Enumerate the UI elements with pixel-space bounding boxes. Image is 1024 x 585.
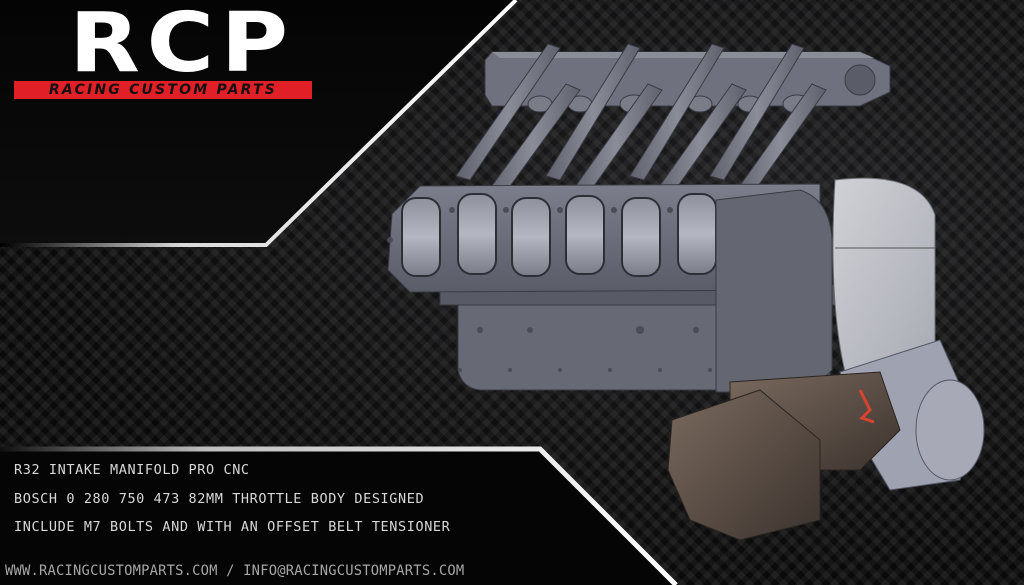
rcp-logo: RCP RACING CUSTOM PARTS <box>14 2 314 103</box>
logo-wordmark: RCP <box>69 0 295 91</box>
bottom-panel <box>0 449 676 585</box>
product-detail-throttle: BOSCH 0 280 750 473 82MM THROTTLE BODY D… <box>14 490 425 507</box>
top-panel <box>0 0 516 245</box>
bottom-panel-edge <box>0 446 678 585</box>
logo-tagline-strip: RACING CUSTOM PARTS <box>14 81 312 99</box>
logo-tagline: RACING CUSTOM PARTS <box>48 82 278 98</box>
product-detail-bolts: INCLUDE M7 BOLTS AND WITH AN OFFSET BELT… <box>14 519 451 535</box>
product-info: R32 INTAKE MANIFOLD PRO CNC BOSCH 0 280 … <box>14 459 450 545</box>
top-panel-edge <box>0 0 518 247</box>
intake-ports <box>401 193 717 277</box>
throttle-body <box>667 339 985 541</box>
product-title: R32 INTAKE MANIFOLD PRO CNC <box>14 462 250 478</box>
contact-footer: WWW.RACINGCUSTOMPARTS.COM / INFO@RACINGC… <box>5 563 465 579</box>
